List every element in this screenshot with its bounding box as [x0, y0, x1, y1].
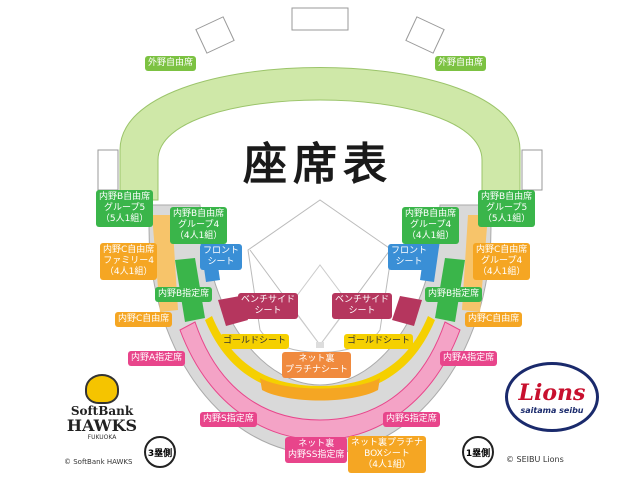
- hawks-logo-line3: FUKUOKA: [87, 434, 117, 441]
- label-s-reserved-right[interactable]: 内野S指定席: [383, 412, 440, 427]
- page-title: 座席表: [243, 139, 393, 190]
- platinum-arc[interactable]: [260, 378, 380, 401]
- hawks-logo-line1: SoftBank: [70, 404, 134, 418]
- left-tower: [97, 149, 119, 191]
- first-base-side-badge: 1塁側: [462, 436, 494, 468]
- label-outfield-left[interactable]: 外野自由席: [145, 56, 197, 71]
- lions-logo-sub: saitama seibu: [520, 405, 584, 415]
- label-line: 内野B自由席: [173, 209, 225, 219]
- label-b-free-g4-left[interactable]: 内野B自由席 グループ4 （4人1組）: [170, 207, 228, 244]
- label-line: 内野B自由席: [99, 192, 151, 202]
- label-c-free-right[interactable]: 内野C自由席: [465, 312, 523, 327]
- label-line: （5人1組）: [100, 214, 149, 224]
- label-line: ベンチサイド: [241, 295, 296, 305]
- label-line: グループ4: [410, 220, 452, 230]
- label-line: （4人1組）: [174, 231, 223, 241]
- hawks-copyright: © SoftBank HAWKS: [64, 458, 133, 466]
- label-a-reserved-right[interactable]: 内野A指定席: [440, 351, 498, 366]
- label-line: グループ4: [481, 256, 523, 266]
- right-tower: [521, 149, 543, 191]
- scoreboard-right: [405, 16, 445, 54]
- label-line: 内野B自由席: [405, 209, 457, 219]
- label-line: 内野C自由席: [476, 245, 528, 255]
- label-line: ファミリー4: [103, 256, 155, 266]
- label-line: フロント: [203, 246, 240, 256]
- label-line: （5人1組）: [482, 214, 531, 224]
- label-line: ネット裏: [298, 354, 335, 364]
- lions-copyright: © SEIBU Lions: [506, 455, 564, 464]
- label-line: ネット裏: [298, 439, 335, 449]
- label-line: シート: [395, 257, 423, 267]
- lions-logo: Lions saitama seibu: [505, 362, 599, 432]
- label-line: （4人1組）: [477, 267, 526, 277]
- label-line: （4人1組）: [406, 231, 455, 241]
- label-a-reserved-left[interactable]: 内野A指定席: [128, 351, 186, 366]
- bench-side-right[interactable]: [392, 296, 422, 326]
- label-line: 内野C自由席: [103, 245, 155, 255]
- label-line: シート: [254, 306, 282, 316]
- label-bench-right[interactable]: ベンチサイド シート: [332, 293, 393, 319]
- hawks-logo: SoftBank HAWKS FUKUOKA: [62, 374, 142, 441]
- label-line: ベンチサイド: [335, 295, 390, 305]
- label-front-left[interactable]: フロント シート: [200, 244, 243, 270]
- label-b-reserved-left[interactable]: 内野B指定席: [155, 287, 213, 302]
- label-line: プラチナシート: [285, 365, 349, 375]
- label-bench-left[interactable]: ベンチサイド シート: [238, 293, 299, 319]
- label-s-reserved-left[interactable]: 内野S指定席: [200, 412, 257, 427]
- label-line: 内野B自由席: [481, 192, 533, 202]
- label-front-right[interactable]: フロント シート: [388, 244, 431, 270]
- label-net-platinum[interactable]: ネット裏 プラチナシート: [282, 352, 352, 378]
- label-b-free-g5-right[interactable]: 内野B自由席 グループ5 （5人1組）: [478, 190, 536, 227]
- home-plate: [316, 342, 324, 348]
- lions-logo-word: Lions: [518, 379, 586, 406]
- label-line: ネット裏プラチナ: [351, 438, 424, 448]
- label-line: シート: [207, 257, 235, 267]
- label-b-reserved-right[interactable]: 内野B指定席: [425, 287, 483, 302]
- label-line: フロント: [391, 246, 428, 256]
- label-b-free-g4-right[interactable]: 内野B自由席 グループ4 （4人1組）: [402, 207, 460, 244]
- scoreboard-left: [195, 16, 235, 54]
- label-gold-left[interactable]: ゴールドシート: [220, 334, 290, 349]
- hawk-mascot-icon: [85, 374, 119, 404]
- label-line: グループ5: [104, 203, 146, 213]
- label-line: （4人1組）: [363, 460, 411, 470]
- label-gold-right[interactable]: ゴールドシート: [344, 334, 414, 349]
- label-net-box[interactable]: ネット裏プラチナ BOXシート （4人1組）: [348, 436, 427, 473]
- label-c-free-g4-right[interactable]: 内野C自由席 グループ4 （4人1組）: [473, 243, 531, 280]
- hawks-logo-line2: HAWKS: [66, 416, 138, 435]
- a-s-reserved-area[interactable]: [179, 321, 461, 441]
- label-c-free-left[interactable]: 内野C自由席: [115, 312, 173, 327]
- label-line: （4人1組）: [104, 267, 153, 277]
- label-line: シート: [348, 306, 376, 316]
- gold-band[interactable]: [205, 316, 435, 395]
- label-c-free-family4[interactable]: 内野C自由席 ファミリー4 （4人1組）: [100, 243, 158, 280]
- label-line: 内野SS指定席: [288, 450, 345, 460]
- center-tower: [291, 7, 349, 31]
- label-line: グループ4: [178, 220, 220, 230]
- third-base-side-badge: 3塁側: [144, 436, 176, 468]
- label-line: グループ5: [486, 203, 528, 213]
- label-outfield-right[interactable]: 外野自由席: [435, 56, 487, 71]
- label-b-free-g5-left[interactable]: 内野B自由席 グループ5 （5人1組）: [96, 190, 154, 227]
- label-line: BOXシート: [364, 449, 410, 459]
- label-net-ss[interactable]: ネット裏 内野SS指定席: [285, 437, 348, 463]
